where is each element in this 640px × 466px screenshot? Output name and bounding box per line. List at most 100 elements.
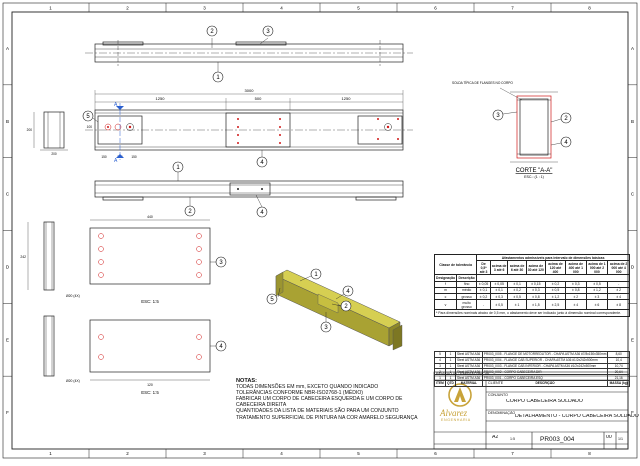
bom-cell-desc: PR003_I001 - CORPO CABECEIRA ESQ xyxy=(481,374,609,381)
balloon-4b: 4 xyxy=(260,210,264,216)
svg-text:3: 3 xyxy=(496,113,500,119)
front-view-dimensions xyxy=(94,90,404,110)
top-view xyxy=(85,40,413,66)
frame-col-bottom-4: 4 xyxy=(280,451,283,456)
tol-title: Afastamentos admissíveis para intervalo … xyxy=(476,253,630,262)
tol-note: ª Para dimensões nominais abaixo de 0,5 … xyxy=(434,309,630,317)
plate-2-scale: ESC: 1:5 xyxy=(141,390,159,395)
company-logo-icon xyxy=(448,383,472,407)
title-value: DETALHAMENTO - CORPO CABECEIRA SOLDADO xyxy=(515,414,639,419)
svg-text:1: 1 xyxy=(314,272,318,278)
bom-cell-mass: 10,74 xyxy=(607,362,630,370)
tol-cell: ± 1,5 xyxy=(525,299,547,311)
tol-cell: ± 2,5 xyxy=(545,299,566,311)
tol-cell: ± 0,5 xyxy=(489,299,509,311)
frame-col-top-1: 1 xyxy=(49,6,52,11)
frame-col-bottom-1: 1 xyxy=(49,451,52,456)
section-cut-marks: A A xyxy=(114,102,124,164)
weld-note: SOLDA TÍPICA DE FLANGES NO CORPO xyxy=(452,81,513,85)
bom-cell-qty: 1 xyxy=(444,351,456,358)
section-title: CORTE "A-A" xyxy=(516,168,553,174)
plate-2-holes xyxy=(98,334,202,360)
tol-cell: ± 0,8 xyxy=(525,292,547,301)
frame-col-bottom-3: 3 xyxy=(203,451,206,456)
drawing-scale: 1:5 xyxy=(510,437,515,441)
tol-range-6: acima de 1 000 até 2 000 xyxy=(585,260,609,276)
tol-cell: ± 2 xyxy=(564,292,587,301)
svg-text:5: 5 xyxy=(270,297,274,303)
side-view-width-dim: 200 xyxy=(51,152,57,156)
notes-title: NOTAS: xyxy=(236,378,258,384)
bom-cell-item: 5 xyxy=(434,351,446,358)
bom-cell-qty: 1 xyxy=(444,362,456,370)
revision-note: REVISÃO 00 · EMISSÃO INICIAL xyxy=(436,372,491,376)
tol-cell: v xyxy=(433,299,458,311)
tol-range-5: acima de 400 até 1 000 xyxy=(564,260,587,276)
tol-range-1: acima de 3 até 6 xyxy=(489,260,509,276)
plate-1-scale: ESC: 1:5 xyxy=(141,299,159,304)
section-scale: ESC.: (1 : 1) xyxy=(524,175,544,179)
frame-col-bottom-6: 6 xyxy=(434,451,437,456)
section-mark-bottom: A xyxy=(114,158,118,164)
plate-2-balloon: 4 xyxy=(219,344,223,350)
tol-cell: ± 4 xyxy=(607,292,630,301)
front-view-holes xyxy=(104,118,399,144)
frame-col-bottom-5: 5 xyxy=(357,451,360,456)
bom-cell-mass: 10,4 xyxy=(607,356,630,364)
bottom-view-balloons: 1 2 4 xyxy=(172,161,268,218)
frame-col-top-5: 5 xyxy=(357,6,360,11)
bottom-view xyxy=(94,180,404,201)
note-line-1: TODAS DIMENSÕES EM mm, EXCETO QUANDO IND… xyxy=(236,384,379,391)
balloon-1: 1 xyxy=(216,75,220,81)
frame-col-top-7: 7 xyxy=(511,6,514,11)
balloon-5: 5 xyxy=(86,114,90,120)
tol-cell: - xyxy=(476,299,491,311)
frame-row-right-B: B xyxy=(631,119,634,124)
company-name: Alvarez xyxy=(440,408,468,418)
assembly-label: CONJUNTO xyxy=(488,393,508,397)
tol-cell: ± 4 xyxy=(564,299,587,311)
tol-col-class: Classe de tolerância xyxy=(433,253,478,276)
bom-cell-desc: PR003_I002 - CORPO CABECEIRA DIR xyxy=(481,368,609,376)
isometric-balloons: 1 2 3 4 5 xyxy=(266,268,354,333)
revision-number: 00 xyxy=(606,435,612,440)
balloon-2b: 2 xyxy=(188,209,192,215)
bom-cell-qty: 1 xyxy=(444,356,456,364)
drawing-number: PR003_004 xyxy=(540,436,575,443)
dim-overall-length: 3000 xyxy=(245,88,255,93)
left-side-view xyxy=(33,111,68,151)
tolerance-table: Classe de tolerância Afastamentos admiss… xyxy=(433,253,630,317)
frame-col-bottom-8: 8 xyxy=(588,451,591,456)
frame-col-top-3: 3 xyxy=(203,6,206,11)
svg-text:4: 4 xyxy=(346,289,350,295)
bom-cell-desc: PR003_I004 - FLANGE CAB SUPERIOR - CHAPA… xyxy=(481,356,609,364)
tol-range-4: acima de 120 até 400 xyxy=(545,260,566,276)
plate-1-balloon: 3 xyxy=(219,260,223,266)
note-line-3: FABRICAR UM CORPO DE CABECEIRA ESQUERDA … xyxy=(236,396,403,409)
note-line-4: QUANTIDADES DA LISTA DE MATERIAIS SÃO PA… xyxy=(236,408,399,415)
dim-right-length: 1250 xyxy=(342,96,352,101)
front-view-balloons: 5 4 xyxy=(82,110,268,168)
balloon-3: 3 xyxy=(266,29,270,35)
bom-header-material: MATERIAL xyxy=(454,379,483,387)
frame-col-top-6: 6 xyxy=(434,6,437,11)
top-view-balloons: 2 3 1 xyxy=(206,25,274,83)
plate-2-view xyxy=(43,315,211,381)
isometric-view xyxy=(275,269,403,351)
frame-row-left-D: D xyxy=(6,264,10,269)
frame-col-bottom-2: 2 xyxy=(126,451,129,456)
frame-col-top-4: 4 xyxy=(280,6,283,11)
title-label: DENOMINAÇÃO xyxy=(488,411,516,415)
svg-text:4: 4 xyxy=(564,140,568,146)
tol-range-0: De 0,5ª até 3 xyxy=(476,260,491,276)
plate-2-hole-note: Ø20 (4X) xyxy=(66,379,80,383)
sheet-number: 1/1 xyxy=(618,437,623,441)
assembly-value: CORPO CABECEIRA SOLDADO xyxy=(506,399,583,404)
section-view xyxy=(510,91,558,163)
bom-cell-qty: 1 xyxy=(444,368,456,376)
